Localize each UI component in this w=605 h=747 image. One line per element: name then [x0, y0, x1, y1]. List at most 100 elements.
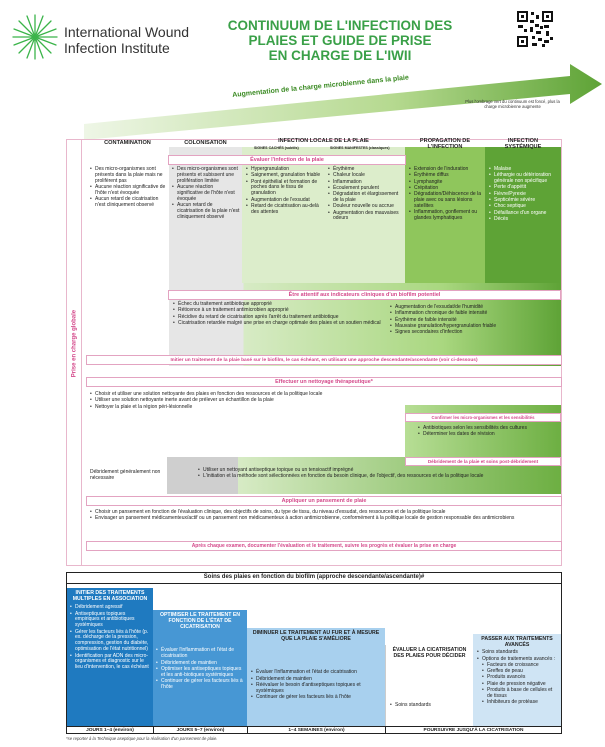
- list-item: Perte d'appétit: [489, 185, 559, 192]
- time-label: JOURS 1–4 (environ): [86, 728, 134, 733]
- evaluer-bar: Évaluer l'infection de la plaie: [168, 155, 406, 165]
- list-item: Optimiser les antiseptiques topiques et …: [156, 666, 244, 679]
- list-item: Envisager un pansement médicamenteux/act…: [90, 515, 558, 522]
- step-title: OPTIMISER LE TRAITEMENT EN FONCTION DE L…: [159, 612, 241, 631]
- list-item: Fièvre/Pyrexie: [489, 191, 559, 198]
- debridement-list: Utiliser un nettoyant antiseptique topiq…: [198, 467, 558, 481]
- list-item: Utiliser une solution nettoyante inerte …: [90, 397, 355, 404]
- list-item: Antiseptiques topiques empiriques et ant…: [70, 611, 150, 630]
- list-item: Crépitation: [409, 185, 483, 192]
- list-item: Options de traitements avancés :: [477, 656, 557, 663]
- list-item: Soins standards: [390, 702, 469, 709]
- biofilm-title: Être attentif aux indicateurs cliniques …: [168, 290, 561, 300]
- propagation-list: Extension de l'indurationÉrythème diffus…: [409, 166, 483, 222]
- list-item: Des micro-organismes sont présents dans …: [90, 166, 166, 185]
- list-item: Choc septique: [489, 203, 559, 210]
- step-title: INITIER DES TRAITEMENTS MULTIPLES EN ASS…: [72, 590, 148, 603]
- list-item: Évaluer l'inflammation et l'état de cica…: [251, 669, 381, 676]
- systemique-list: MalaiseLéthargie ou détérioration généra…: [489, 166, 559, 223]
- soins-frame: [66, 572, 562, 734]
- list-item: Aucune réaction significative de l'hôte …: [90, 184, 166, 197]
- step-5: PASSER AUX TRAITEMENTS AVANCÉS Soins sta…: [473, 634, 561, 726]
- list-item: Inflammation, gonflement ou glandes lymp…: [409, 209, 483, 222]
- list-item: Dégradation/Déhiscence de la plaie avec …: [409, 191, 483, 210]
- list-item: Hypergranulation: [246, 166, 326, 173]
- col-manifestes: SIGNES MANIFESTES (classiques): [330, 146, 390, 150]
- list-item: Signes secondaires d'infection: [390, 329, 558, 336]
- list-item: Produits à base de cellules et de tissus: [482, 687, 557, 700]
- arrow-icon: [84, 64, 602, 140]
- list-item: Augmentation de l'exsudat/de l'humidité: [390, 304, 558, 311]
- list-item: Saignement, granulation friable: [246, 172, 326, 179]
- step-list: Évaluer l'inflammation et l'état de cica…: [156, 647, 244, 691]
- list-item: Aucun retard de cicatrisation de la plai…: [172, 202, 240, 221]
- qr-code-icon: [516, 10, 554, 48]
- time-label: 1–4 SEMAINES (environ): [247, 727, 385, 734]
- pansement-list: Choisir un pansement en fonction de l'év…: [90, 509, 558, 523]
- list-item: Réévaluer le besoin d'antiseptiques topi…: [251, 682, 381, 695]
- step-list: Soins standards: [390, 702, 469, 709]
- list-item: Plaie de pression négative: [482, 681, 557, 688]
- list-item: Aucun retard de cicatrisation n'est clin…: [90, 196, 166, 209]
- step-4: ÉVALUER LA CICATRISATION DES PLAIES POUR…: [385, 645, 473, 726]
- caches-list: HypergranulationSaignement, granulation …: [246, 166, 326, 216]
- list-item: Écoulement purulent: [328, 185, 403, 192]
- time-label: JOURS 5–7 (environ): [153, 727, 247, 734]
- list-item: Choisir et utiliser une solution nettoya…: [90, 391, 355, 398]
- col-locale: INFECTION LOCALE DE LA PLAIE: [278, 138, 369, 144]
- list-item: Utiliser un nettoyant antiseptique topiq…: [198, 467, 558, 474]
- col-contamination: CONTAMINATION: [104, 140, 151, 146]
- list-item: Cicatrisation retardée malgré une prise …: [173, 320, 383, 327]
- list-item: Léthargie ou détérioration générale non …: [489, 172, 559, 185]
- list-item: Chaleur locale: [328, 172, 403, 179]
- step-title: DIMINUER LE TRAITEMENT AU FUR ET À MESUR…: [252, 630, 380, 643]
- time-label: POURSUIVRE JUSQU'À LA CICATRISATION: [385, 727, 561, 734]
- list-item: Produits avancés: [482, 674, 557, 681]
- list-item: Septicémie sévère: [489, 197, 559, 204]
- list-item: L'initiation et la méthode sont sélectio…: [198, 473, 558, 480]
- nettoyage-list: Choisir et utiliser une solution nettoya…: [90, 391, 355, 411]
- list-item: Échec du traitement antibiotique appropr…: [173, 301, 383, 308]
- list-item: Déterminer les dates de révision: [418, 431, 558, 438]
- list-item: Évaluer l'inflammation et l'état de cica…: [156, 647, 244, 660]
- list-item: Augmentation des mauvaises odeurs: [328, 210, 403, 223]
- logo-icon: [12, 14, 58, 60]
- debridement-title: Débridement de la plaie et soins post-dé…: [405, 457, 561, 466]
- list-item: Augmentation de l'exsudat: [246, 197, 326, 204]
- side-border: [66, 139, 82, 566]
- list-item: Débridement agressif: [70, 604, 150, 611]
- list-item: Continuer de gérer les facteurs liés à l…: [156, 678, 244, 691]
- list-item: Antibiotiques selon les sensibilités des…: [418, 425, 558, 432]
- list-item: Retard de cicatrisation au-delà des atte…: [246, 203, 326, 216]
- list-item: Douleur nouvelle ou accrue: [328, 203, 403, 210]
- step-title: ÉVALUER LA CICATRISATION DES PLAIES POUR…: [392, 647, 467, 660]
- colonisation-list: Des micro-organismes sont présents et su…: [172, 166, 240, 221]
- list-item: Érythème: [328, 166, 403, 173]
- step-list: Soins standardsOptions de traitements av…: [477, 649, 557, 706]
- list-item: Inflammation chronique de faible intensi…: [390, 310, 558, 317]
- list-item: Pont épithélial et formation de poches d…: [246, 179, 326, 198]
- list-item: Gérer les facteurs liés à l'hôte (p. ex.…: [70, 629, 150, 654]
- apres-bar: Après chaque examen, documenter l'évalua…: [86, 541, 562, 551]
- biofilm-left-list: Échec du traitement antibiotique appropr…: [173, 301, 383, 327]
- list-item: Mauvaise granulation/hypergranulation fr…: [390, 323, 558, 330]
- list-item: Défaillance d'un organe: [489, 210, 559, 217]
- list-item: Inflammation: [328, 179, 403, 186]
- list-item: Inhibiteurs de protéase: [482, 699, 557, 706]
- list-item: Facteurs de croissance: [482, 662, 557, 669]
- list-item: Aucune réaction significative de l'hôte …: [172, 184, 240, 203]
- list-item: Érythème diffus: [409, 172, 483, 179]
- arrow-note: Plus l'ombrage vert du continuum est fon…: [465, 99, 560, 109]
- debridement-left: Débridement généralement non nécessaire: [90, 469, 161, 481]
- step-list: Débridement agressifAntiseptiques topiqu…: [70, 604, 150, 671]
- list-item: Lymphangite: [409, 179, 483, 186]
- list-item: Malaise: [489, 166, 559, 173]
- list-item: Choisir un pansement en fonction de l'év…: [90, 509, 558, 516]
- list-item: Débridement de maintien: [251, 676, 381, 683]
- nettoyage-title: Effectuer un nettoyage thérapeutique*: [86, 377, 562, 387]
- list-item: Récidive du retard de cicatrisation aprè…: [173, 314, 383, 321]
- list-item: Greffes de peau: [482, 668, 557, 675]
- main-frame: [66, 139, 562, 566]
- footnote: *se reporter à la Technique aseptique po…: [66, 736, 218, 741]
